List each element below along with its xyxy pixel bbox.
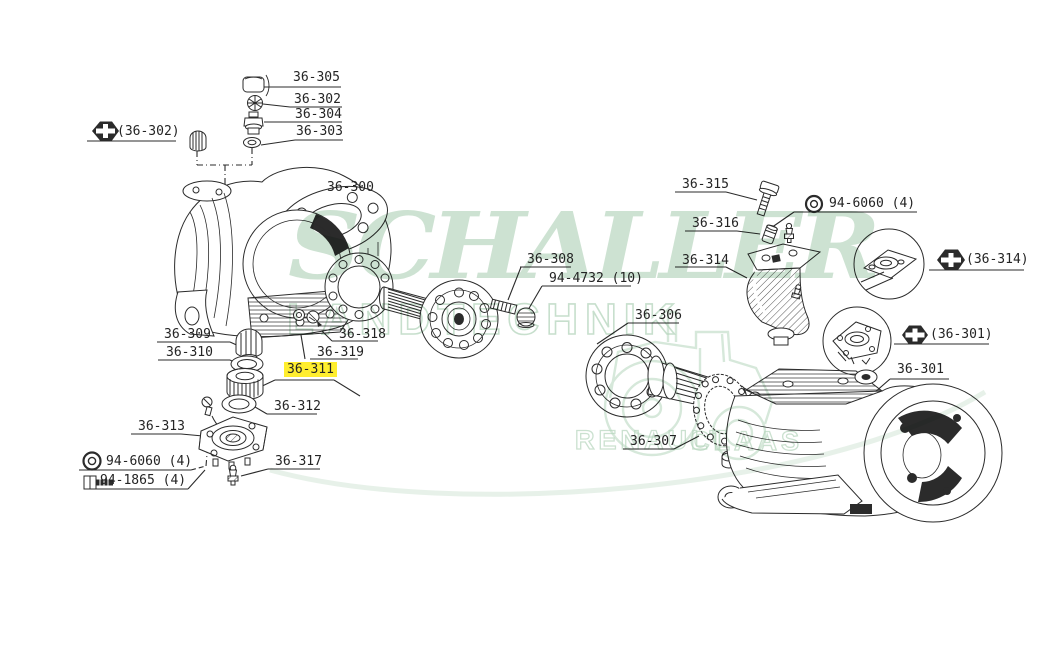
part-label-36-311-highlighted[interactable]: 36-311	[284, 362, 337, 377]
part-label-94-6060-right[interactable]: 94-6060 (4)	[829, 196, 916, 211]
grease-fitting-right-drawing	[784, 222, 794, 243]
part-label-36-305[interactable]: 36-305	[293, 70, 340, 85]
seal-36-312-drawing	[221, 394, 257, 414]
washer-ring-icon	[804, 194, 824, 214]
part-label-36-306[interactable]: 36-306	[635, 308, 682, 323]
part-label-94-4732[interactable]: 94-4732 (10)	[549, 271, 643, 286]
part-label-36-304[interactable]: 36-304	[295, 107, 342, 122]
part-label-36-301[interactable]: 36-301	[897, 362, 944, 377]
part-label-ref-36-314[interactable]: (36-314)	[966, 252, 1029, 267]
grease-fitting-36-317-drawing	[227, 464, 239, 486]
washer-36-303-drawing	[243, 137, 261, 148]
part-label-ref-36-302[interactable]: (36-302)	[117, 124, 180, 139]
part-label-94-1865[interactable]: 94-1865 (4)	[100, 473, 187, 488]
part-label-36-302[interactable]: 36-302	[294, 92, 341, 107]
bolt-icon	[83, 475, 113, 490]
flange-36-313-drawing	[198, 416, 268, 470]
part-label-36-315[interactable]: 36-315	[682, 177, 729, 192]
part-label-36-314[interactable]: 36-314	[682, 253, 729, 268]
fitting-36-304-drawing	[243, 111, 264, 135]
washer-36-319-drawing	[293, 309, 305, 321]
part-label-36-319[interactable]: 36-319	[317, 345, 364, 360]
part-label-36-318[interactable]: 36-318	[339, 327, 386, 342]
part-label-36-300[interactable]: 36-300	[327, 180, 374, 195]
part-label-36-313[interactable]: 36-313	[138, 419, 185, 434]
part-label-ref-36-301[interactable]: (36-301)	[930, 327, 993, 342]
part-label-36-310[interactable]: 36-310	[166, 345, 213, 360]
part-label-36-309[interactable]: 36-309	[164, 327, 211, 342]
nut-36-302-drawing	[247, 95, 263, 111]
part-label-36-316[interactable]: 36-316	[692, 216, 739, 231]
axle-shaft-flange-drawing	[379, 279, 499, 359]
plug-cap-36-305-drawing	[242, 74, 270, 97]
nut-94-4732-drawing	[516, 307, 536, 328]
bearing-36-311-drawing	[226, 368, 264, 400]
ring-plate-drawing	[324, 252, 394, 322]
washer-ring-icon	[82, 451, 102, 471]
detail-view-36-301-drawing	[822, 306, 892, 376]
housing-36-301-drawing	[717, 368, 1003, 523]
screw-36-318-drawing	[306, 310, 322, 327]
part-label-36-312[interactable]: 36-312	[274, 399, 321, 414]
part-label-36-307[interactable]: 36-307	[630, 434, 677, 449]
bolt-36-315-drawing	[756, 180, 780, 217]
pin-36-316-drawing	[761, 224, 778, 245]
hex-cross-icon	[902, 325, 928, 345]
part-label-36-317[interactable]: 36-317	[275, 454, 322, 469]
hex-cross-icon	[937, 249, 965, 270]
knurled-plug-36-302-drawing	[189, 130, 207, 152]
detail-view-36-314-drawing	[853, 228, 925, 300]
hex-cross-icon	[92, 121, 119, 141]
steering-arm-36-314-drawing	[746, 243, 822, 346]
part-label-36-308[interactable]: 36-308	[527, 252, 574, 267]
part-label-94-6060-left[interactable]: 94-6060 (4)	[106, 454, 193, 469]
stud-36-308-drawing	[489, 298, 518, 315]
part-label-36-303[interactable]: 36-303	[296, 124, 343, 139]
seal-36-310-drawing	[230, 355, 264, 373]
